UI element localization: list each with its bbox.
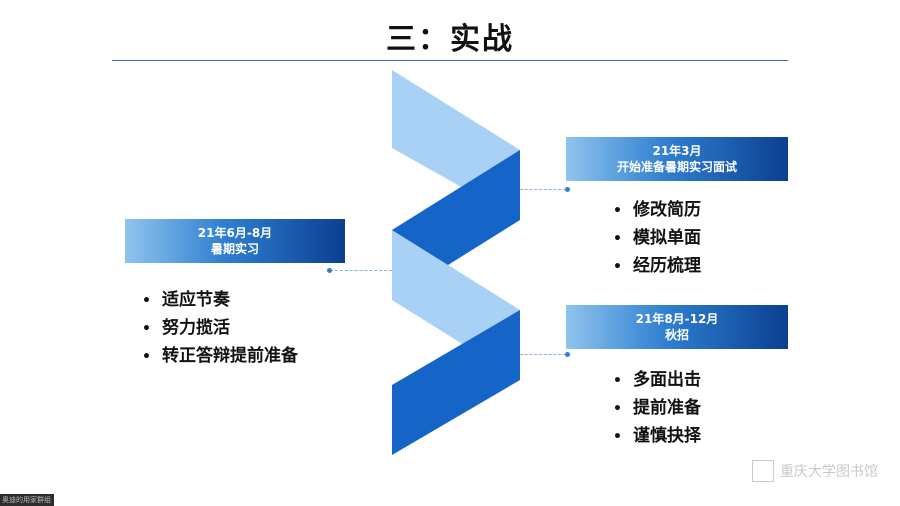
connector-left (330, 270, 392, 271)
phase-date: 21年6月-8月 (197, 226, 273, 240)
connector-right-top-dot (565, 187, 570, 192)
summer-internship-list: •适应节奏 •努力揽活 •转正答辩提前准备 (142, 286, 298, 370)
connector-right-bottom (520, 354, 566, 355)
zigzag-segment-4 (392, 310, 520, 455)
list-item: •经历梳理 (613, 256, 701, 276)
phase-box-autumn-recruitment: 21年8月-12月 秋招 (566, 305, 788, 349)
connector-left-dot (327, 268, 332, 273)
list-item: •努力揽活 (142, 318, 230, 338)
phase-box-summer-internship: 21年6月-8月 暑期实习 (125, 219, 345, 263)
phase-label: 开始准备暑期实习面试 (616, 160, 737, 174)
list-item: •多面出击 (613, 370, 701, 390)
list-item: •修改简历 (613, 200, 701, 220)
list-item: •谨慎抉择 (613, 426, 701, 446)
phase-date: 21年3月 (652, 144, 702, 158)
phase-label: 秋招 (664, 328, 689, 342)
library-logo-icon (752, 460, 774, 482)
connector-right-bottom-dot (565, 352, 570, 357)
title-divider (112, 60, 788, 61)
slide-title: 三：实战 (386, 22, 514, 57)
corner-label: 奥迪的用家群组 (0, 494, 54, 506)
autumn-recruitment-list: •多面出击 •提前准备 •谨慎抉择 (613, 366, 701, 450)
connector-right-top (520, 189, 566, 190)
phase-date: 21年8月-12月 (635, 312, 719, 326)
interview-prep-list: •修改简历 •模拟单面 •经历梳理 (613, 196, 701, 280)
library-watermark: 重庆大学图书馆 (752, 460, 878, 482)
list-item: •转正答辩提前准备 (142, 346, 298, 366)
list-item: •适应节奏 (142, 290, 230, 310)
list-item: •提前准备 (613, 398, 701, 418)
phase-box-interview-prep: 21年3月 开始准备暑期实习面试 (566, 137, 788, 181)
phase-label: 暑期实习 (210, 242, 259, 256)
watermark-text: 重庆大学图书馆 (780, 464, 878, 480)
list-item: •模拟单面 (613, 228, 701, 248)
